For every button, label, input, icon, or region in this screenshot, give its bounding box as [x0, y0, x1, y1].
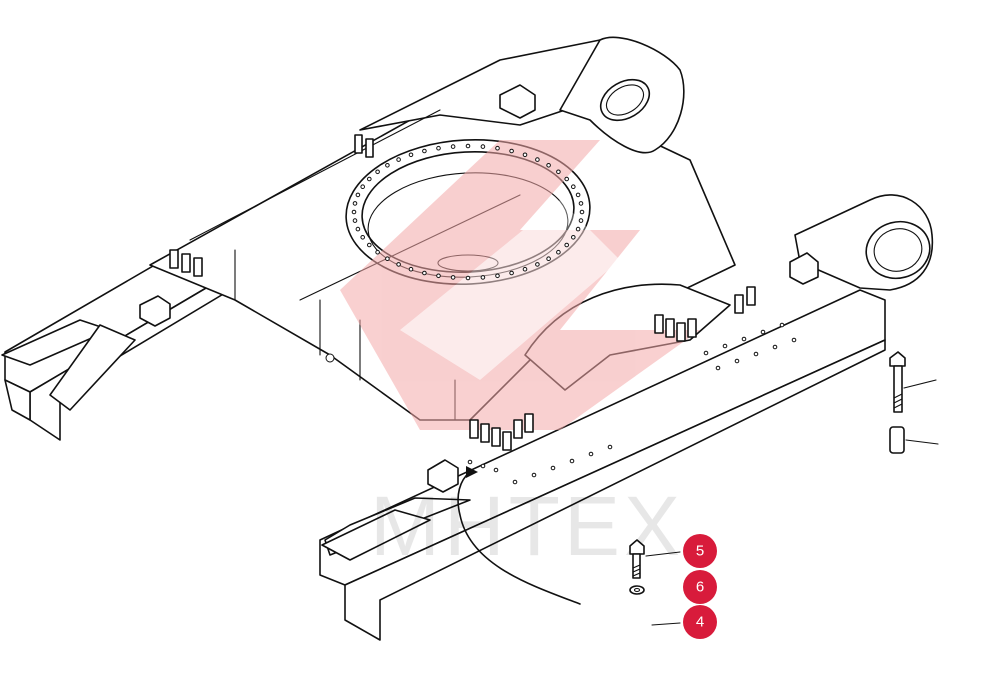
callout-5[interactable]: 5 — [683, 534, 717, 568]
callout-5-badge — [683, 534, 717, 568]
ring-bolt-hole — [375, 169, 380, 175]
bolt-bosses — [169, 134, 756, 451]
ring-bolt-hole — [571, 184, 576, 189]
callout-4[interactable]: 4 — [683, 605, 717, 639]
ring-bolt-hole — [436, 145, 441, 151]
ring-bolt-hole — [522, 152, 528, 158]
ring-bolt-hole — [396, 262, 401, 267]
ring-bolt-hole — [509, 148, 514, 154]
guard-brackets — [139, 84, 819, 493]
ring-bolt-hole — [522, 266, 528, 272]
callout-5-label: 5 — [696, 543, 704, 560]
ring-bolt-hole — [367, 176, 372, 182]
sleeve-part — [889, 426, 939, 454]
ring-bolt-hole — [351, 209, 357, 215]
ring-bolt-hole — [535, 157, 540, 162]
ring-bolt-hole — [578, 201, 584, 206]
ring-bolt-hole — [436, 273, 441, 279]
ring-bolt-hole — [564, 176, 570, 182]
ring-bolt-hole — [495, 273, 500, 279]
ring-bolt-hole — [509, 270, 514, 276]
ring-bolt-hole — [556, 249, 561, 255]
ring-bolt-hole — [422, 270, 427, 276]
ring-bolt-hole — [355, 226, 361, 232]
ring-bolt-hole — [352, 201, 358, 206]
ring-bolt-hole — [352, 218, 358, 223]
ring-bolt-hole — [385, 163, 390, 168]
ring-bolt-hole — [495, 145, 500, 151]
ring-bolt-hole — [408, 266, 414, 272]
assembly-arrow — [457, 466, 581, 605]
washer-6 — [629, 585, 645, 595]
ring-bolt-hole — [355, 192, 361, 198]
ring-bolt-hole — [360, 235, 366, 240]
ring-bolt-hole — [564, 242, 570, 248]
ring-bolt-hole — [578, 218, 584, 223]
ring-bolt-hole — [422, 148, 427, 154]
callout-6-badge — [683, 570, 717, 604]
ring-bolt-hole — [465, 275, 471, 281]
ring-bolt-hole — [408, 152, 414, 158]
ring-bolt-hole — [385, 256, 390, 262]
ring-bolt-circle — [351, 143, 585, 281]
ring-bolt-hole — [480, 275, 486, 280]
callout-4-badge — [683, 605, 717, 639]
ring-bolt-hole — [571, 235, 576, 240]
ring-bolt-hole — [450, 275, 456, 280]
ring-bolt-hole — [575, 226, 581, 232]
callout-4-label: 4 — [696, 614, 704, 631]
ring-bolt-hole — [579, 209, 585, 215]
callout-6[interactable]: 6 — [683, 570, 717, 604]
ring-bolt-hole — [556, 169, 561, 175]
ring-bolt-hole — [465, 143, 471, 149]
ring-bolt-hole — [375, 249, 380, 255]
ring-bolt-hole — [546, 256, 551, 262]
leader-4 — [651, 622, 681, 626]
ring-bolt-hole — [535, 262, 540, 267]
ring-bolt-hole — [546, 163, 551, 168]
ring-bolt-hole — [480, 144, 486, 149]
ring-bolt-hole — [450, 144, 456, 149]
bolt-holes — [325, 322, 797, 485]
ring-bolt-hole — [575, 192, 581, 198]
watermark-text: MHTEX — [370, 479, 684, 573]
ring-bolt-hole — [367, 242, 372, 248]
ring-bolt-hole — [396, 157, 401, 162]
callout-6-label: 6 — [696, 579, 704, 596]
bolt-part — [889, 351, 937, 413]
ring-bolt-hole — [360, 184, 366, 189]
bolt-5 — [629, 539, 681, 579]
